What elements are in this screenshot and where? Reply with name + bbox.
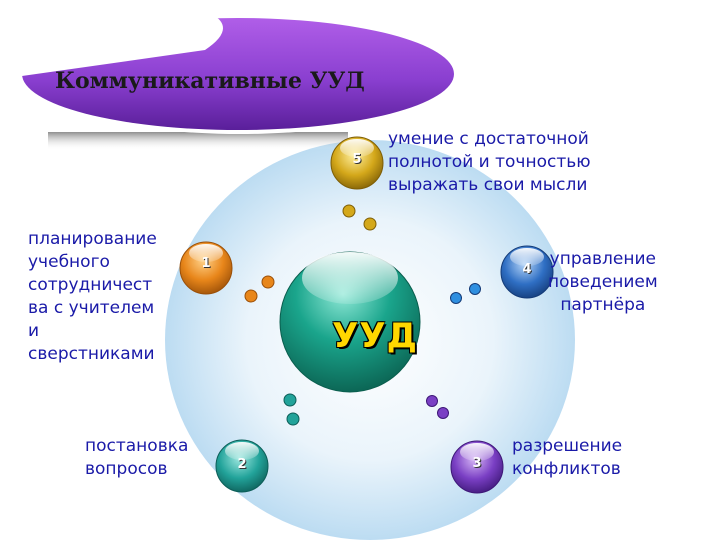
node-number-5: 5 bbox=[352, 152, 362, 167]
node-text-3-line: разрешение bbox=[512, 436, 623, 456]
page-title: Коммуникативные УУД bbox=[55, 68, 365, 94]
connector-dots-1 bbox=[244, 275, 275, 303]
node-text-2-line: постановка bbox=[85, 436, 189, 456]
node-text-4-line: управление bbox=[549, 249, 656, 269]
node-sphere-1 bbox=[179, 241, 233, 295]
node-text-5-line: выражать свои мысли bbox=[388, 175, 588, 195]
node-text-3-line: конфликтов bbox=[512, 459, 621, 479]
center-label: УУД bbox=[332, 316, 418, 356]
node-text-2: постановка вопросов bbox=[85, 435, 188, 481]
node-text-4-line: поведением bbox=[548, 272, 658, 292]
node-text-2-line: вопросов bbox=[85, 459, 168, 479]
node-text-1-line: сверстниками bbox=[28, 344, 155, 364]
node-sphere-5 bbox=[330, 136, 384, 190]
node-sphere-3 bbox=[450, 440, 504, 494]
node-text-1-line: ва с учителем bbox=[28, 298, 155, 318]
node-sphere-4 bbox=[500, 245, 554, 299]
node-text-4-line: партнёра bbox=[560, 295, 646, 315]
node-text-5-line: умение с достаточной bbox=[388, 129, 589, 149]
node-text-1-line: учебного bbox=[28, 252, 110, 272]
connector-dots-4 bbox=[450, 283, 481, 304]
center-sphere bbox=[279, 251, 421, 393]
node-number-4: 4 bbox=[522, 262, 532, 277]
connector-dots-2 bbox=[283, 393, 300, 426]
node-number-2: 2 bbox=[237, 457, 247, 472]
node-text-1-line: планирование bbox=[28, 229, 157, 249]
title-banner bbox=[18, 10, 462, 150]
node-text-1: планирование учебного сотрудничест ва с … bbox=[28, 228, 157, 366]
node-text-1-line: сотрудничест bbox=[28, 275, 153, 295]
node-text-5: умение с достаточной полнотой и точность… bbox=[388, 128, 591, 197]
node-text-1-line: и bbox=[28, 321, 40, 341]
node-number-3: 3 bbox=[472, 456, 482, 471]
connector-dots-3 bbox=[426, 395, 449, 419]
node-text-4: управление поведением партнёра bbox=[548, 248, 658, 317]
connector-dots-5 bbox=[342, 204, 377, 231]
node-text-5-line: полнотой и точностью bbox=[388, 152, 591, 172]
node-number-1: 1 bbox=[201, 256, 211, 271]
node-sphere-2 bbox=[215, 439, 269, 493]
node-text-3: разрешение конфликтов bbox=[512, 435, 622, 481]
